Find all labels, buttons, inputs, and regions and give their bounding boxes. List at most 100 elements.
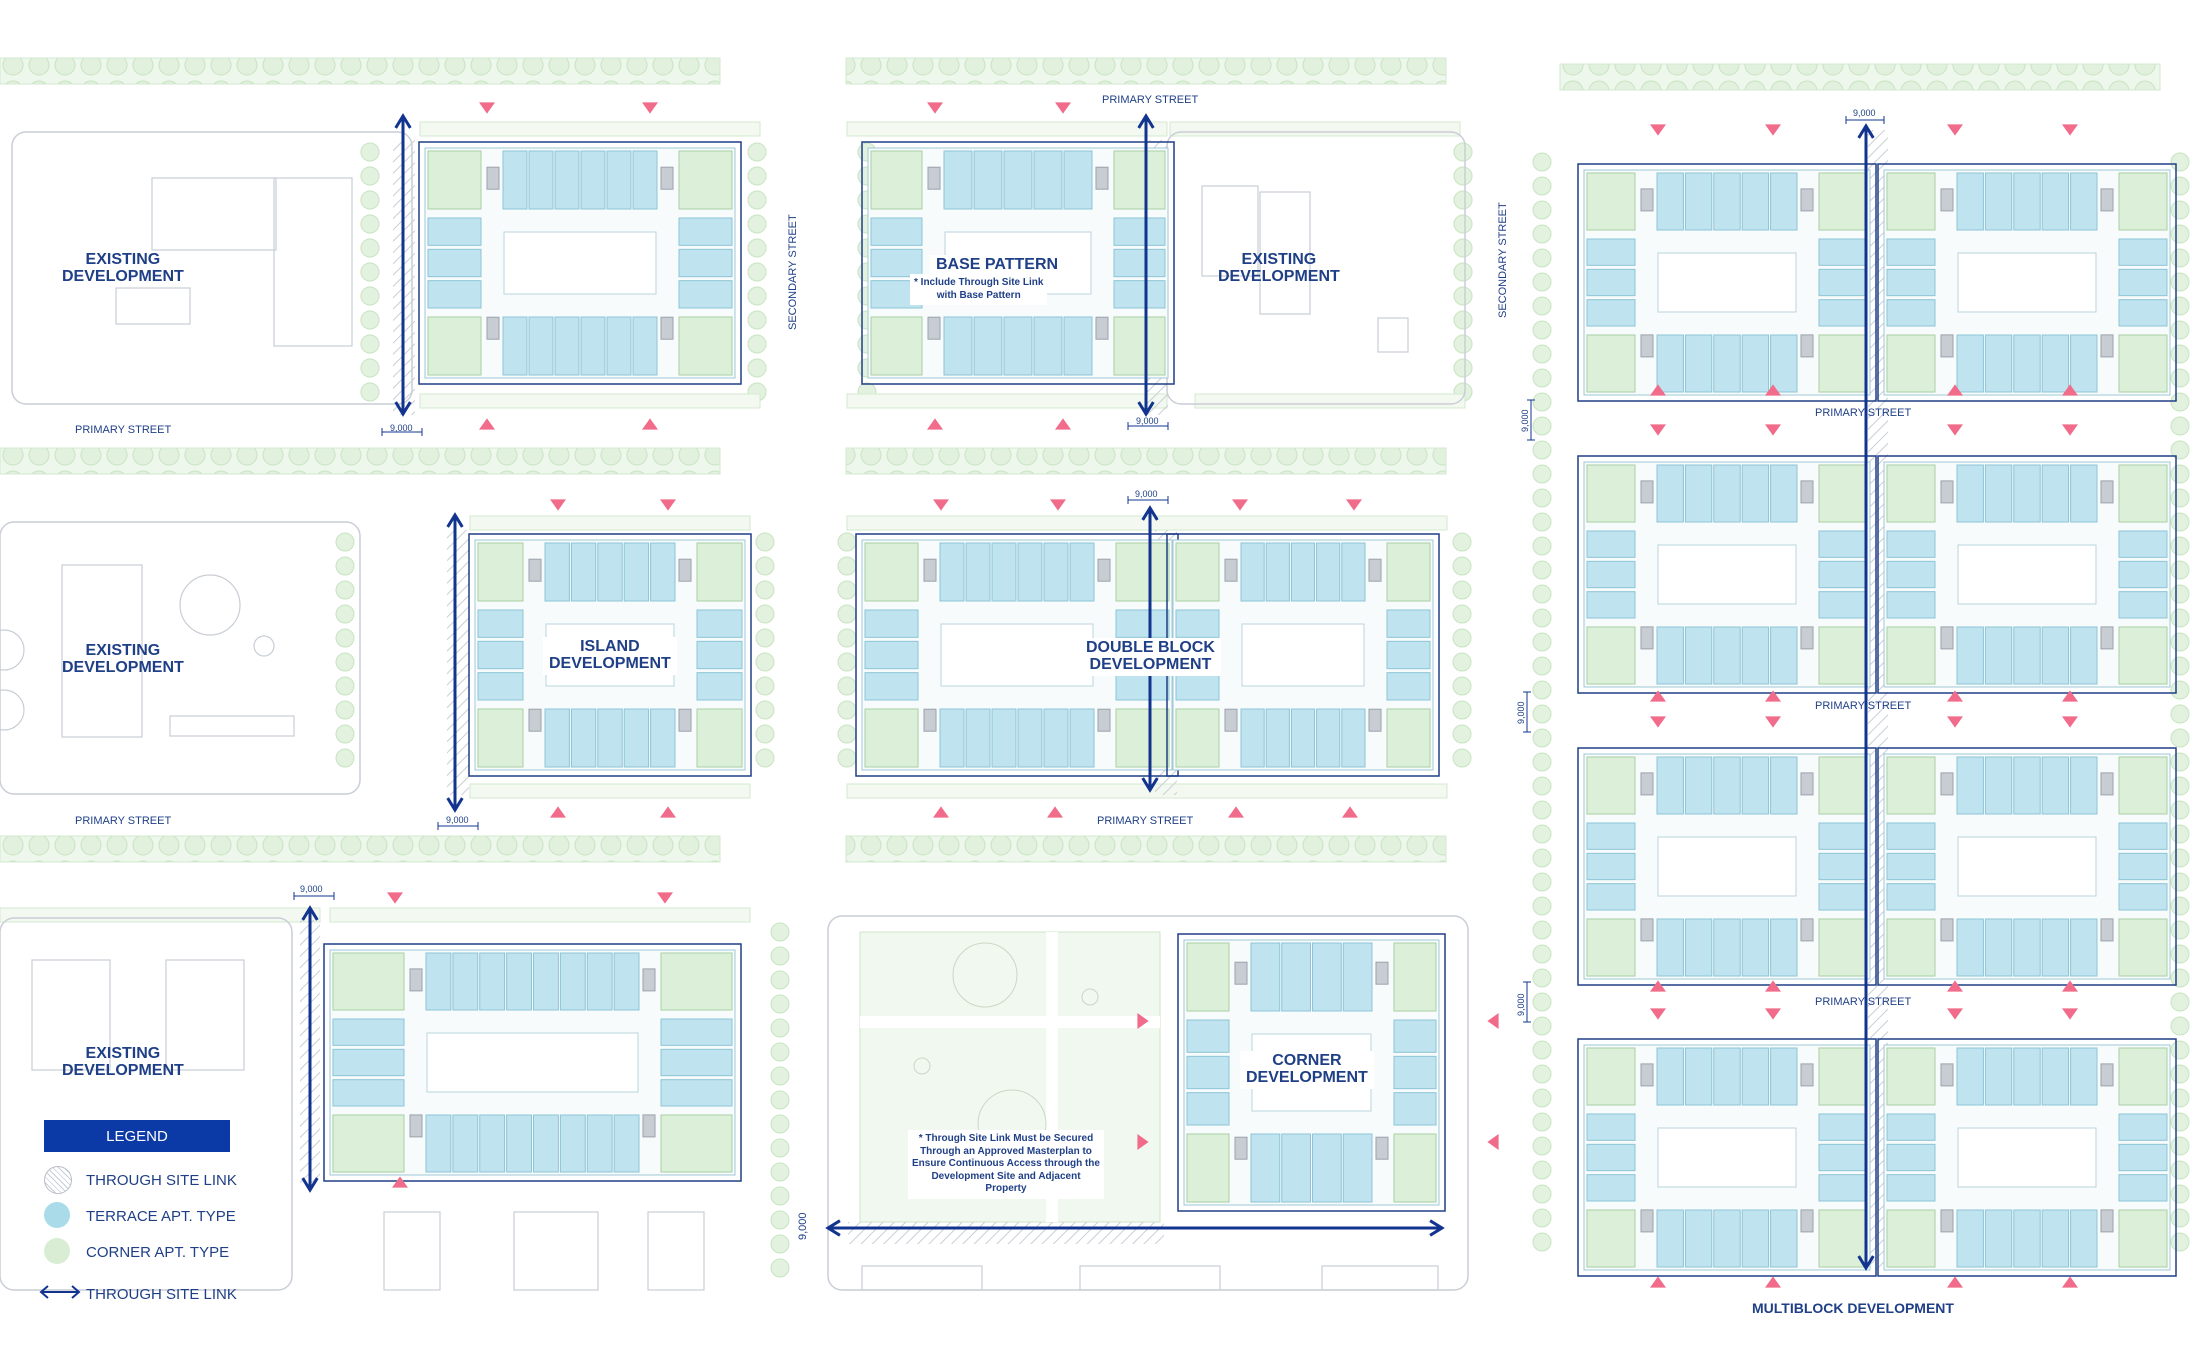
entry-marker	[1947, 424, 1963, 436]
tree	[2170, 1160, 2190, 1180]
tree	[1532, 896, 1552, 916]
terrace-apartment	[1818, 238, 1868, 266]
terrace-apartment	[332, 1018, 405, 1046]
tree	[2170, 272, 2190, 292]
stair-core	[1800, 1063, 1814, 1087]
tree	[1532, 656, 1552, 676]
tree	[1532, 752, 1552, 772]
tree	[747, 142, 767, 162]
existing-building	[31, 959, 111, 1071]
tree	[1532, 1040, 1552, 1060]
terrace-apartment	[1186, 1055, 1230, 1090]
terrace-apartment	[632, 316, 658, 376]
tree	[2170, 392, 2190, 412]
existing-building	[115, 287, 191, 325]
through-site-link-arrow	[1137, 113, 1155, 417]
tree	[335, 700, 355, 720]
existing-development-label-4: EXISTING DEVELOPMENT	[62, 1045, 184, 1079]
entry-marker	[1228, 806, 1244, 818]
courtyard	[503, 231, 657, 295]
tree	[1452, 676, 1472, 696]
tree	[747, 334, 767, 354]
terrace-apartment	[1586, 1174, 1636, 1202]
double-block-development-label: DOUBLE BLOCK DEVELOPMENT	[1080, 638, 1221, 676]
development-block	[1577, 747, 1877, 986]
tree	[1453, 358, 1473, 378]
stair-core	[1375, 961, 1389, 985]
tree	[2170, 944, 2190, 964]
corner-apartment	[696, 708, 743, 768]
terrace-apartment	[1886, 268, 1936, 297]
entry-marker	[1765, 690, 1781, 702]
block-boundary	[861, 141, 1175, 385]
terrace-apartment	[1684, 334, 1713, 393]
tree	[747, 238, 767, 258]
tree-strip	[329, 907, 751, 923]
terrace-apartment	[870, 217, 923, 246]
terrace-apartment	[1886, 560, 1936, 589]
tree	[1532, 440, 1552, 460]
stair-core	[1640, 334, 1654, 358]
terrace-apartment	[2118, 822, 2168, 850]
terrace-apartment	[1713, 1047, 1741, 1106]
entry-marker	[1050, 499, 1066, 511]
tree	[2170, 776, 2190, 796]
terrace-apartment	[1956, 1047, 1984, 1106]
tree	[1532, 1112, 1552, 1132]
terrace-apartment	[506, 1114, 532, 1173]
terrace-apartment	[650, 708, 676, 768]
tree	[755, 580, 775, 600]
tree	[1532, 584, 1552, 604]
development-block	[323, 943, 742, 1182]
tree	[1452, 580, 1472, 600]
terrace-apartment	[2118, 1113, 2168, 1141]
corner-apartment	[1886, 1047, 1936, 1106]
courtyard	[1957, 836, 2097, 897]
development-block	[1577, 163, 1877, 402]
terrace-apartment	[991, 708, 1017, 768]
terrace-apartment	[1770, 1209, 1798, 1268]
terrace-apartment	[1656, 1047, 1684, 1106]
tree	[2170, 560, 2190, 580]
tree	[360, 166, 380, 186]
arrow-head	[1857, 1255, 1875, 1271]
through-site-link-arrow	[446, 512, 464, 813]
tree	[1532, 416, 1552, 436]
corner-through-site-link-note: * Through Site Link Must be Secured Thro…	[908, 1130, 1104, 1199]
tree	[2170, 656, 2190, 676]
terrace-apartment	[1956, 756, 1984, 815]
entry-marker	[1765, 384, 1781, 396]
terrace-apartment	[1770, 756, 1798, 815]
corner-apartment	[1818, 626, 1868, 685]
terrace-apartment	[1656, 464, 1684, 523]
stair-core	[1940, 334, 1954, 358]
tree	[1453, 166, 1473, 186]
arrow-head	[394, 401, 412, 417]
stair-core	[1940, 188, 1954, 212]
terrace-apartment	[1984, 918, 2013, 977]
legend-item-through-site-link-arrow: THROUGH SITE LINK	[86, 1286, 237, 1303]
stair-core	[2100, 626, 2114, 650]
corner-apartment	[678, 316, 733, 376]
terrace-apartment	[1886, 530, 1936, 558]
corner-apartment	[427, 150, 482, 210]
block-boundary	[1877, 163, 2177, 402]
entry-marker	[2062, 1008, 2078, 1020]
terrace-apartment	[1586, 268, 1636, 297]
courtyard	[1957, 252, 2097, 313]
terrace-apartment	[2070, 1047, 2098, 1106]
tree	[1453, 142, 1473, 162]
tree	[1453, 214, 1473, 234]
courtyard	[1657, 252, 1797, 313]
existing-building	[165, 959, 245, 1071]
terrace-apartment	[2118, 591, 2168, 619]
development-blocks	[323, 141, 2177, 1277]
park-path	[860, 1016, 1160, 1028]
through-site-link-arrow	[1857, 123, 1875, 1271]
terrace-apartment	[2041, 756, 2070, 815]
tree	[2170, 1040, 2190, 1060]
terrace-apartment	[2013, 172, 2041, 231]
existing-tree-outline	[253, 635, 275, 657]
through-site-link-arrow	[825, 1219, 1445, 1237]
terrace-apartment	[2070, 172, 2098, 231]
